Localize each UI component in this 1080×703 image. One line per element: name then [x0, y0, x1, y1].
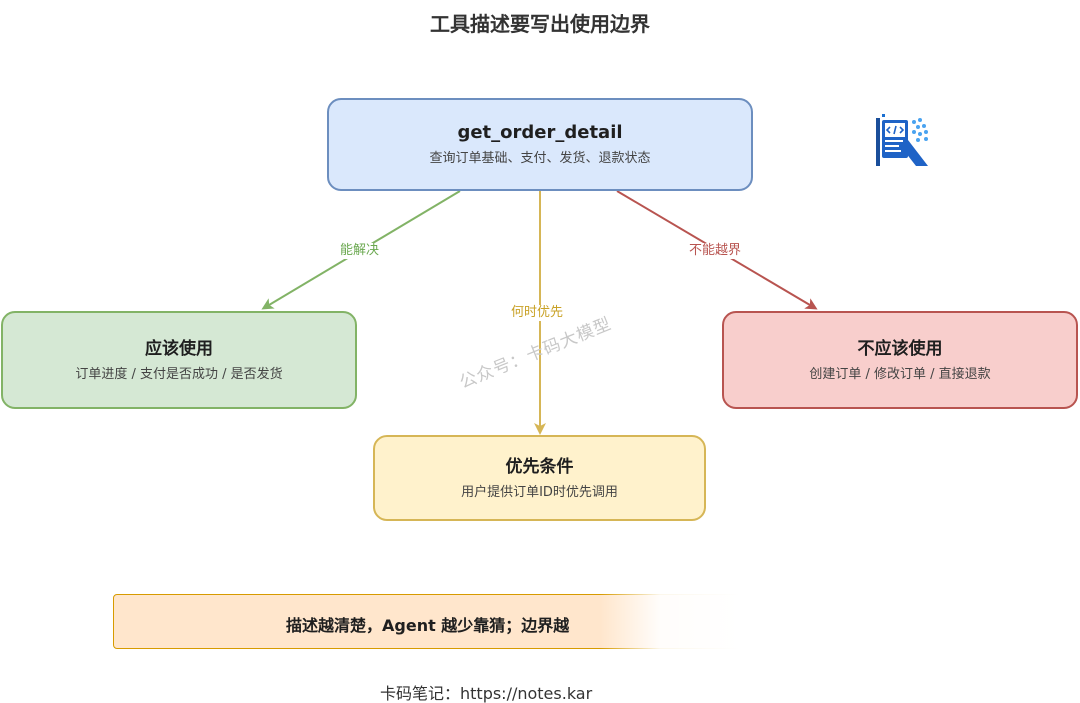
node-should-use: 应该使用 订单进度 / 支付是否成功 / 是否发货	[1, 311, 357, 409]
node-title: get_order_detail	[457, 122, 623, 143]
banner-text: 描述越清楚，Agent 越少靠猜；边界越	[286, 616, 570, 635]
node-subtitle: 订单进度 / 支付是否成功 / 是否发货	[75, 366, 283, 382]
node-subtitle: 创建订单 / 修改订单 / 直接退款	[809, 366, 991, 382]
node-title: 不应该使用	[857, 338, 943, 359]
edge-label-to-right: 不能越界	[687, 243, 744, 259]
fade-overlay	[600, 590, 1080, 703]
node-priority-condition: 优先条件 用户提供订单ID时优先调用	[373, 435, 706, 521]
node-get-order-detail: get_order_detail 查询订单基础、支付、发货、退款状态	[327, 98, 753, 191]
node-subtitle: 用户提供订单ID时优先调用	[461, 484, 618, 500]
footer-text: 卡码笔记：https://notes.kar	[380, 684, 593, 703]
diagram-title: 工具描述要写出使用边界	[430, 12, 650, 36]
node-title: 应该使用	[145, 338, 213, 359]
node-title: 优先条件	[505, 456, 574, 477]
k-logo-icon	[876, 114, 928, 166]
node-subtitle: 查询订单基础、支付、发货、退款状态	[429, 151, 651, 166]
node-should-not-use: 不应该使用 创建订单 / 修改订单 / 直接退款	[722, 311, 1078, 409]
edge-label-to-bottom: 何时优先	[509, 305, 566, 321]
edge-label-to-left: 能解决	[338, 243, 382, 259]
